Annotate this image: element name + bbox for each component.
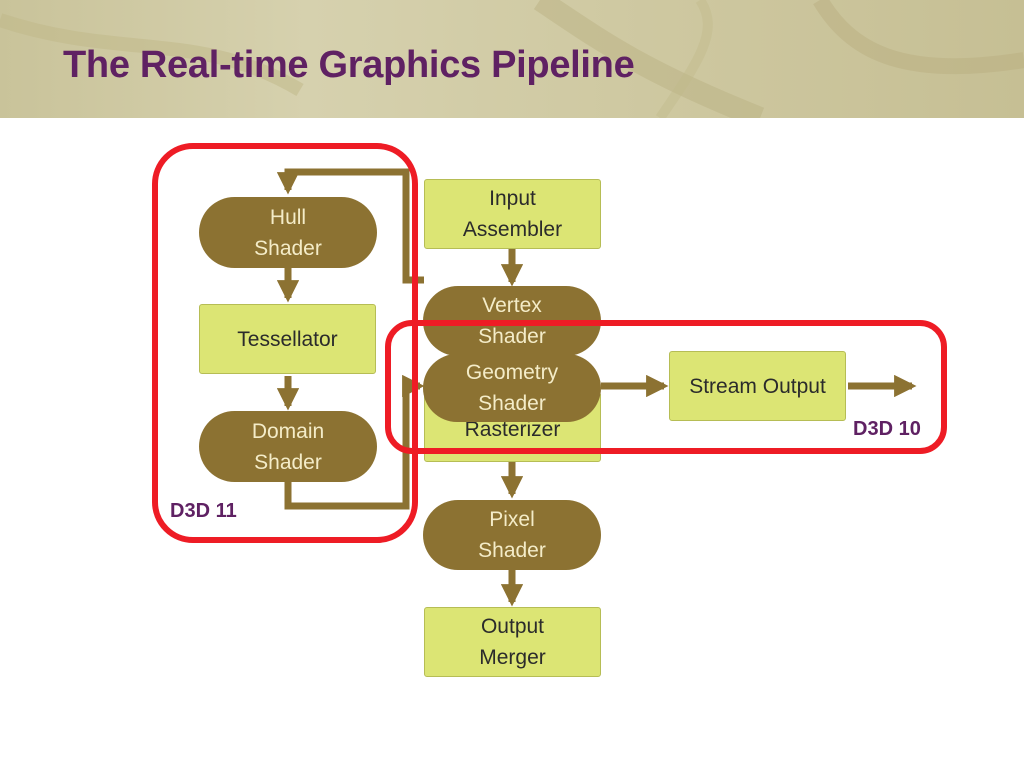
- d3d10-label: D3D 10: [853, 418, 921, 440]
- input-assembler-stage: Input Assembler: [424, 179, 601, 249]
- rasterizer-label: Rasterizer: [464, 418, 561, 441]
- geometry-shader-stage: Geometry Shader: [423, 354, 601, 422]
- stream-output-stage: Stream Output: [669, 351, 846, 421]
- domain-shader-label: Domain Shader: [251, 419, 325, 474]
- tessellator-stage: Tessellator: [199, 304, 376, 374]
- arrow-domain-to-geometry-loop: [284, 374, 425, 510]
- hull-shader-stage: Hull Shader: [199, 197, 377, 268]
- output-merger-stage: Output Merger: [424, 607, 601, 677]
- slide-title: The Real-time Graphics Pipeline: [63, 44, 635, 86]
- hull-shader-label: Hull Shader: [254, 205, 322, 260]
- input-assembler-label: Input Assembler: [462, 187, 563, 241]
- stream-output-label: Stream Output: [689, 374, 826, 398]
- header-background-decoration: [0, 0, 1024, 118]
- d3d10-highlight-box: [385, 320, 947, 454]
- geometry-shader-label: Geometry Shader: [465, 361, 559, 415]
- domain-shader-stage: Domain Shader: [199, 411, 377, 482]
- output-merger-label: Output Merger: [479, 615, 546, 669]
- slide-header: The Real-time Graphics Pipeline: [0, 0, 1024, 118]
- pixel-shader-label: Pixel Shader: [478, 508, 546, 562]
- pixel-shader-stage: Pixel Shader: [423, 500, 601, 570]
- d3d11-highlight-box: [152, 143, 418, 543]
- vertex-shader-label: Vertex Shader: [478, 294, 546, 348]
- d3d11-label: D3D 11: [170, 500, 237, 522]
- tessellator-label: Tessellator: [237, 327, 338, 351]
